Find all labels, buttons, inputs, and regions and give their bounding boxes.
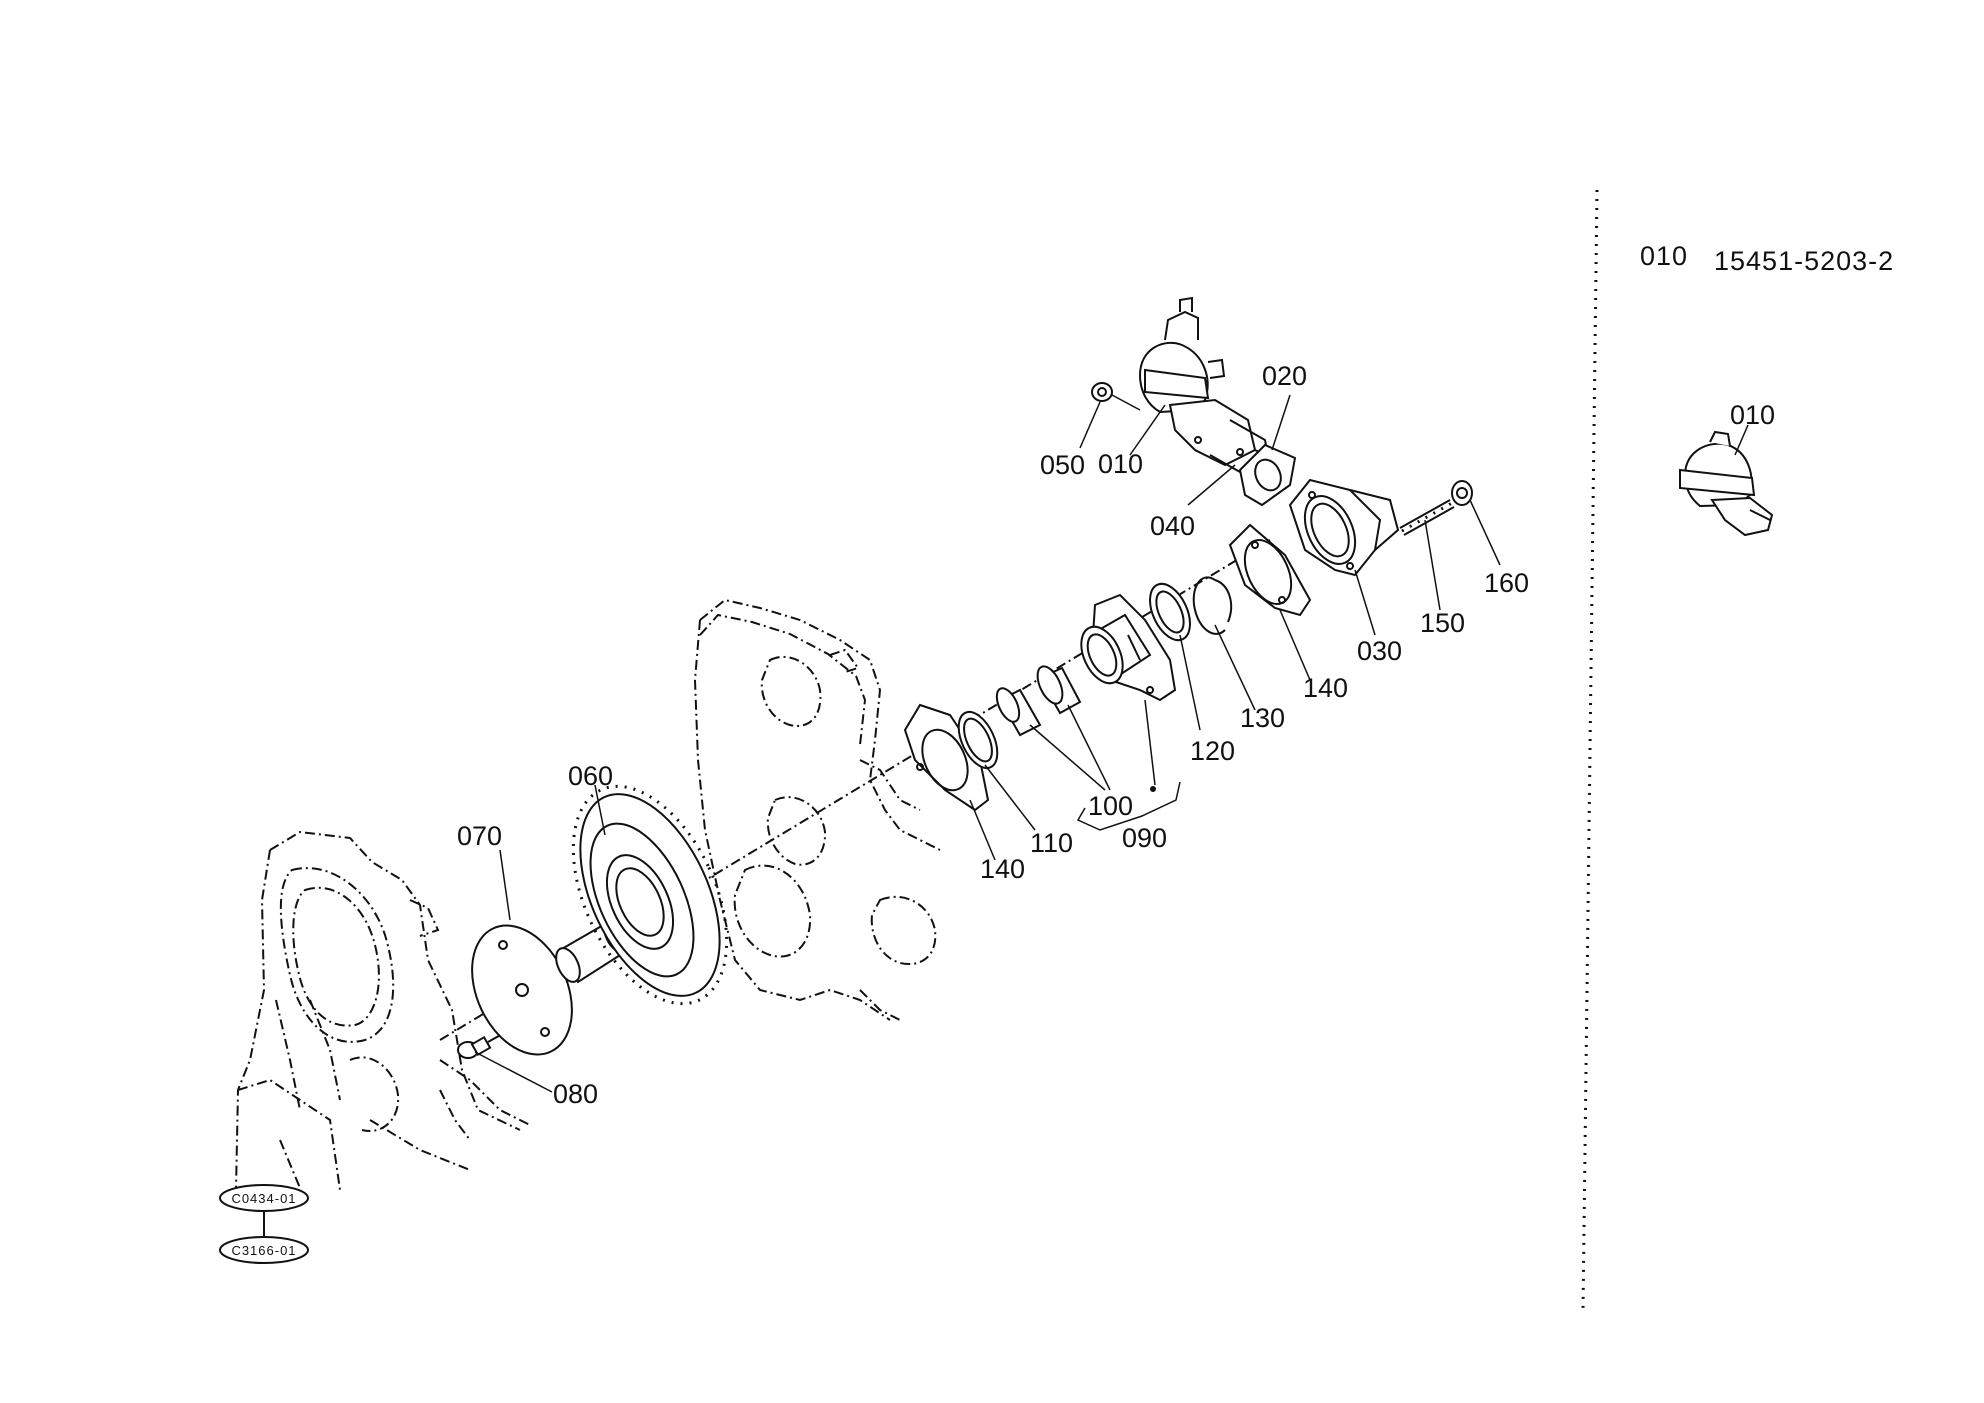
callout-010: 010	[1098, 449, 1143, 479]
reference-label-2: C3166-01	[231, 1243, 296, 1258]
part-110-o-ring	[957, 710, 1036, 831]
inset-fuel-pump	[1679, 424, 1774, 537]
part-100-bushings	[995, 665, 1111, 791]
callout-070: 070	[457, 821, 502, 851]
part-020-gasket	[1238, 394, 1297, 507]
part-040-rod	[1187, 454, 1241, 506]
part-010-fuel-pump	[1129, 296, 1281, 467]
inset-label-010: 010	[1730, 400, 1775, 430]
callout-100: 100	[1088, 791, 1133, 821]
part-080-bolt	[457, 1023, 553, 1093]
callout-020: 020	[1262, 361, 1307, 391]
callout-160: 160	[1484, 568, 1529, 598]
callout-080: 080	[553, 1079, 598, 1109]
reference-badge-c0434[interactable]: C0434-01	[219, 1184, 309, 1212]
callout-090: 090	[1122, 823, 1167, 853]
callout-130: 130	[1240, 703, 1285, 733]
callout-110: 110	[1030, 828, 1073, 858]
engine-housing	[235, 830, 531, 1191]
part-030-adapter	[1288, 478, 1400, 636]
callout-030: 030	[1357, 636, 1402, 666]
gear-case-cover	[693, 598, 941, 1021]
part-050-nut	[1079, 382, 1141, 449]
part-160-nut	[1451, 480, 1501, 566]
part-120-o-ring	[1149, 582, 1201, 731]
part-150-stud	[1399, 499, 1455, 611]
bracket-090	[1076, 781, 1181, 831]
callout-040: 040	[1150, 511, 1195, 541]
reference-badge-c3166[interactable]: C3166-01	[219, 1236, 309, 1264]
callout-150: 150	[1420, 608, 1465, 638]
callout-050: 050	[1040, 450, 1085, 480]
callout-120: 120	[1190, 736, 1235, 766]
parts-list-item-no: 010	[1640, 241, 1688, 271]
part-090-bearing-housing	[1080, 593, 1177, 792]
callout-060: 060	[568, 761, 613, 791]
reference-label-1: C0434-01	[231, 1191, 296, 1206]
callout-140-lower: 140	[980, 854, 1025, 884]
part-130-circlip	[1192, 576, 1256, 711]
part-060-idler-gear	[571, 784, 729, 1006]
divider-line	[1581, 189, 1599, 1311]
callout-140-upper: 140	[1303, 673, 1348, 703]
parts-list-part-number: 15451-5203-2	[1714, 246, 1894, 276]
part-140-gasket-upper	[1228, 523, 1312, 681]
